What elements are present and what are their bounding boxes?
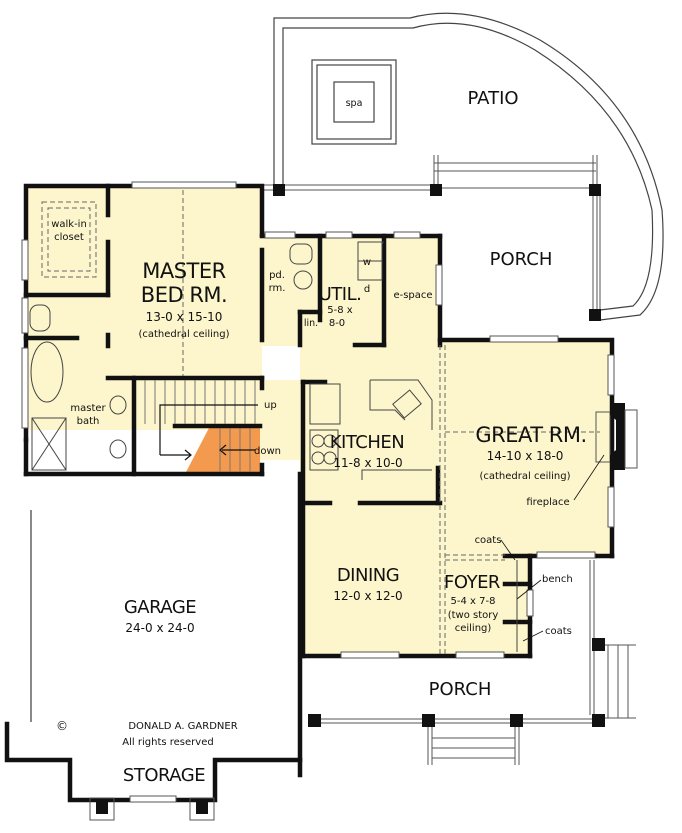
master-bed-title-1: MASTER [142, 259, 226, 283]
patio-outline [273, 12, 664, 321]
foyer-title: FOYER [444, 572, 500, 593]
master-bath-label-2: bath [77, 416, 100, 427]
garage-title: GARAGE [124, 597, 196, 618]
powder-room-label-2: rm. [269, 283, 286, 294]
great-room-dims: 14-10 x 18-0 [487, 449, 564, 463]
storage-post-bases [89, 797, 215, 821]
spa [311, 59, 397, 145]
great-room-title: GREAT RM. [475, 423, 586, 447]
porch-posts-rear [273, 184, 601, 321]
coats-bottom-leader [522, 630, 544, 642]
copyright-owner: DONALD A. GARDNER [128, 721, 237, 732]
dining-dims: 12-0 x 12-0 [333, 589, 402, 603]
fireplace-label: fireplace [526, 497, 569, 508]
coats-bottom-label: coats [545, 626, 572, 637]
foyer-note-1: (two story [448, 610, 499, 621]
front-porch-label: PORCH [429, 679, 492, 700]
bench-leader [516, 579, 542, 600]
utility-title: UTIL. [319, 284, 362, 305]
walk-in-closet-label-2: closet [54, 232, 84, 243]
powder-room-label: pd. [269, 270, 285, 281]
kitchen-dims: 11-8 x 10-0 [333, 456, 402, 470]
foyer-dims: 5-4 x 7-8 [451, 596, 496, 607]
garage-dims: 24-0 x 24-0 [125, 621, 194, 635]
stairs-up-label: up [264, 400, 277, 411]
master-bed-dims: 13-0 x 15-10 [146, 310, 223, 324]
utility-dims-1: 5-8 x [327, 305, 353, 316]
fixtures [29, 241, 518, 652]
washer-label: w [363, 257, 371, 268]
utility-dims-2: 8-0 [329, 318, 345, 329]
spa-label: spa [346, 98, 363, 109]
rear-porch-label: PORCH [490, 249, 553, 270]
master-bed-note: (cathedral ceiling) [138, 329, 229, 340]
linen-label: lin. [304, 318, 318, 329]
porch-posts-front [96, 638, 605, 814]
e-space-label: e-space [393, 290, 432, 301]
stair-arrows [159, 404, 258, 461]
master-bed-title-2: BED RM. [141, 283, 227, 307]
ceiling-lines [41, 190, 600, 656]
walk-in-closet-label: walk-in [51, 219, 87, 230]
great-room-note: (cathedral ceiling) [479, 471, 570, 482]
storage-label: STORAGE [123, 765, 205, 786]
master-bath-label: master [70, 403, 106, 414]
copyright-rights: All rights reserved [122, 737, 213, 748]
copyright-symbol: © [56, 719, 68, 733]
dryer-label: d [364, 284, 370, 295]
foyer-note-2: ceiling) [455, 623, 492, 634]
coats-top-label: coats [475, 535, 502, 546]
dining-title: DINING [337, 565, 399, 586]
windows [21, 181, 615, 803]
stairs-down-label: down [254, 446, 281, 457]
kitchen-title: KITCHEN [330, 432, 405, 453]
fireplace [595, 403, 638, 470]
rear-porch-railing [262, 155, 601, 315]
patio-label: PATIO [467, 88, 518, 109]
fireplace-leader [573, 454, 605, 501]
coats-top-leader [500, 539, 516, 561]
interior-fill [26, 186, 612, 656]
bench-label: bench [542, 574, 573, 585]
